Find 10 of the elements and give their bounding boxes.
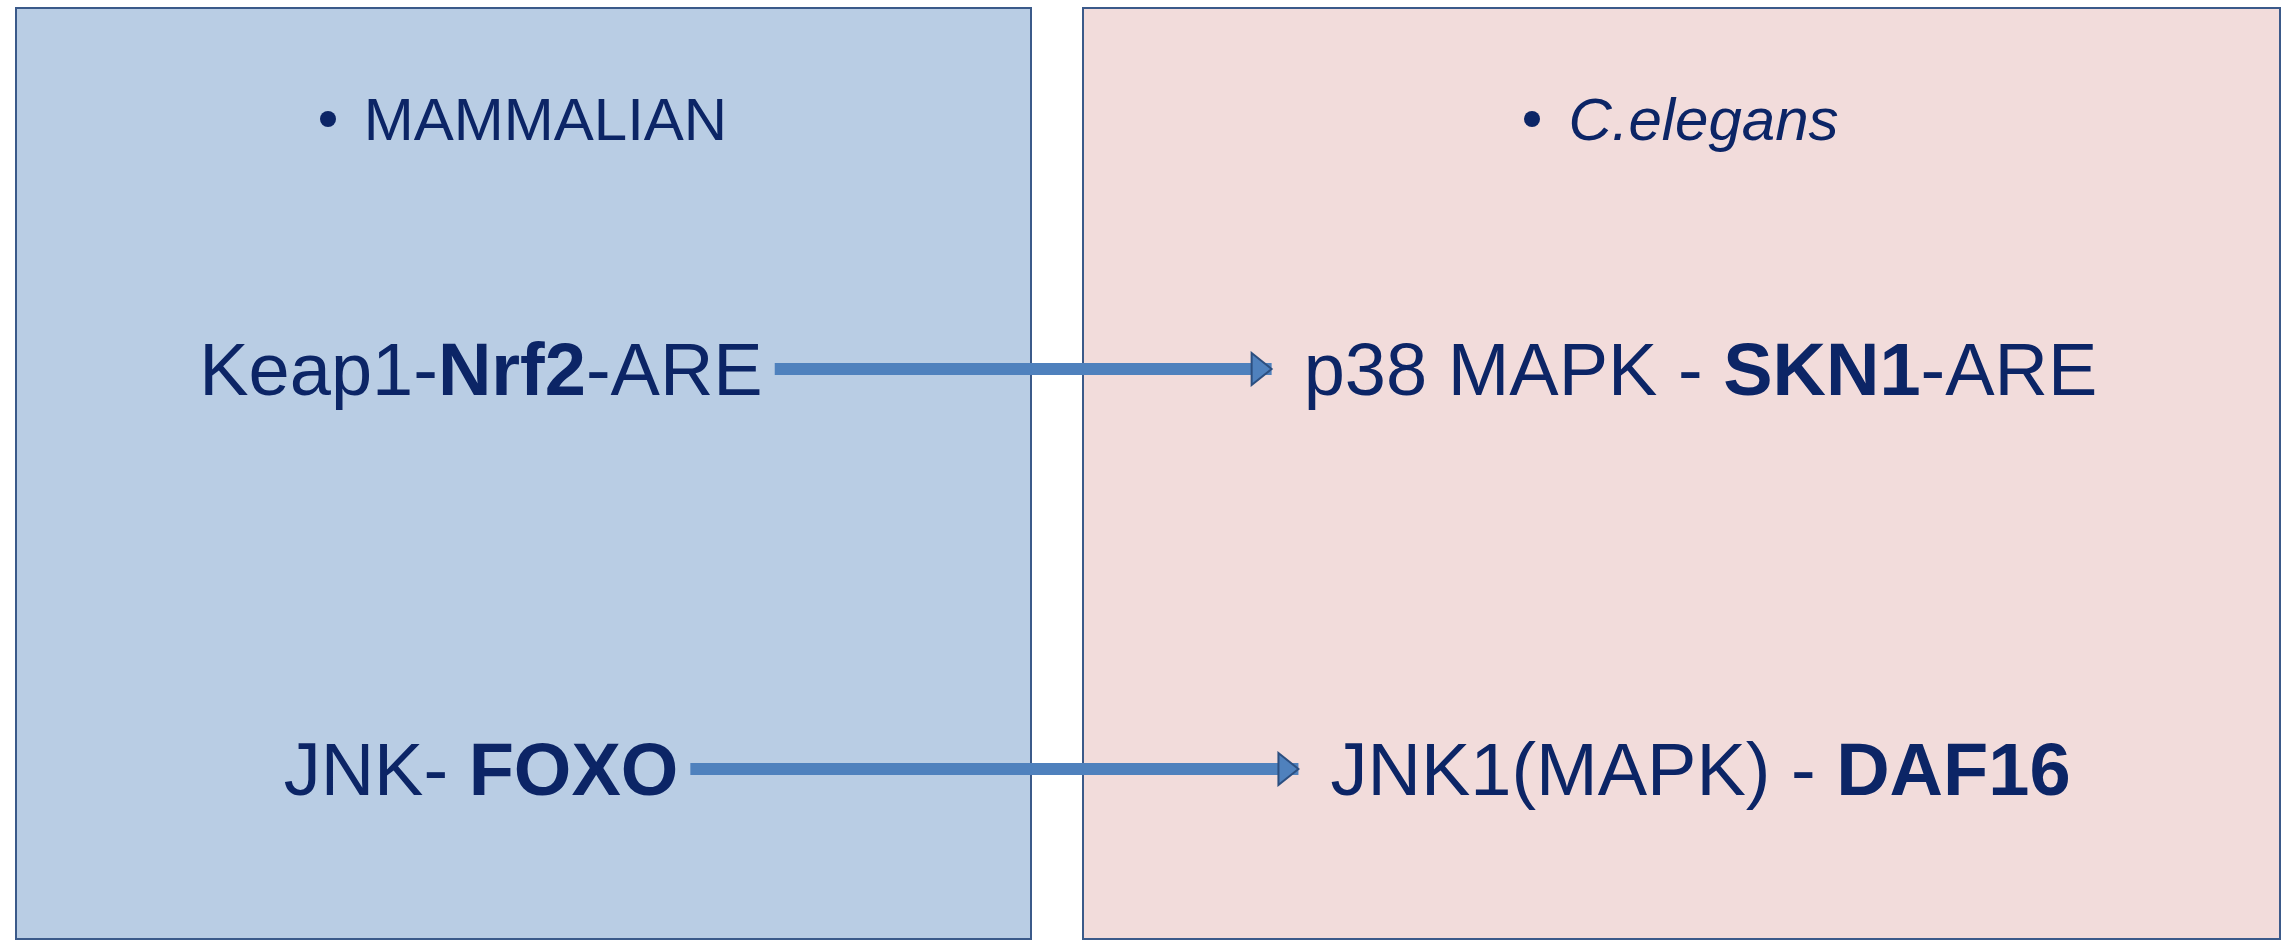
panel-heading: C.elegans [1568,84,1839,154]
panel-heading: MAMMALIAN [363,84,728,154]
panel [1082,7,2281,940]
block-arrow [690,752,1300,786]
pathway-label: p38 MAPK - SKN1-ARE [1303,326,2098,412]
pathway-label: JNK- FOXO [283,726,679,812]
pathway-label: JNK1(MAPK) - DAF16 [1330,726,2071,812]
pathway-label: Keap1-Nrf2-ARE [199,326,763,412]
panel [15,7,1032,940]
block-arrow [774,352,1273,386]
